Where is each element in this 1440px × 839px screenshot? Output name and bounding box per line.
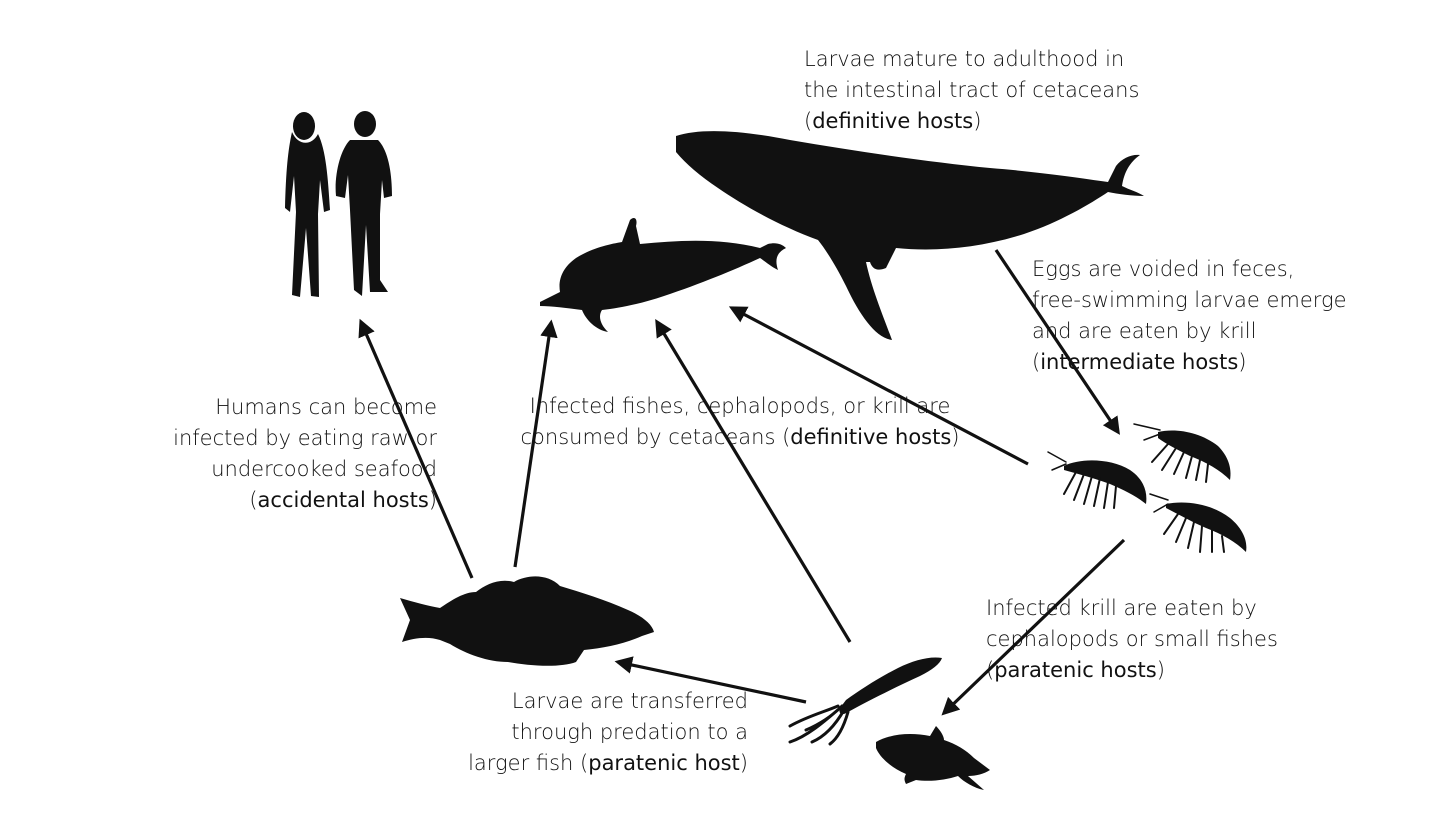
- krill-silhouettes: [1047, 423, 1247, 553]
- humans-silhouette: [285, 111, 392, 297]
- paren: (: [249, 488, 258, 512]
- label-krill-eaten-line-1: Infected krill are eaten by: [986, 596, 1257, 620]
- host-type-paratenic: paratenic hosts: [994, 658, 1157, 682]
- host-type-intermediate: intermediate hosts: [1040, 350, 1239, 374]
- label-consumed-line-2: consumed by cetaceans (definitive hosts): [490, 422, 990, 453]
- dolphin-silhouette: [540, 218, 786, 332]
- krill-2: [1133, 423, 1231, 483]
- label-cetaceans-line-1: Larvae mature to adulthood in: [804, 47, 1125, 71]
- label-eggs-line-3: and are eaten by krill: [1032, 319, 1257, 343]
- label-eggs-line-1: Eggs are voided in feces,: [1032, 257, 1295, 281]
- paren: ): [951, 425, 960, 449]
- arrow-krill-to-smallfish: [941, 538, 1126, 716]
- arrow-squid-to-cod: [614, 656, 807, 704]
- paren: ): [1156, 658, 1165, 682]
- cod-fish-silhouette: [400, 576, 654, 666]
- label-krill-eaten-line-3: (paratenic hosts): [986, 655, 1278, 686]
- label-transfer-line-3: larger fish (paratenic host): [468, 748, 748, 779]
- label-humans: Humans can become infected by eating raw…: [173, 392, 437, 516]
- small-fish-silhouette: [876, 726, 990, 790]
- label-eggs-line-4: (intermediate hosts): [1032, 347, 1347, 378]
- arrow-whale-to-krill: [994, 249, 1120, 435]
- label-humans-line-4: (accidental hosts): [173, 485, 437, 516]
- arrow-squid-to-dolphin: [655, 318, 852, 643]
- label-consumed: Infected fishes, cephalopods, or krill a…: [490, 391, 990, 453]
- krill-3: [1149, 493, 1247, 553]
- label-cetaceans-line-3: (definitive hosts): [804, 106, 1139, 137]
- label-eggs: Eggs are voided in feces, free-swimming …: [1032, 254, 1347, 378]
- label-krill-eaten-line-2: cephalopods or small fishes: [986, 627, 1278, 651]
- paren: ): [1238, 350, 1247, 374]
- host-type-definitive: definitive hosts: [790, 425, 952, 449]
- paren: (: [804, 109, 813, 133]
- paren: ): [973, 109, 982, 133]
- host-type-paratenic: paratenic host: [588, 751, 740, 775]
- label-consumed-line-1: Infected fishes, cephalopods, or krill a…: [529, 394, 951, 418]
- label-cetaceans: Larvae mature to adulthood in the intest…: [804, 44, 1139, 137]
- host-type-definitive: definitive hosts: [812, 109, 974, 133]
- label-humans-line-1: Humans can become: [215, 395, 437, 419]
- label-krill-eaten: Infected krill are eaten by cephalopods …: [986, 593, 1278, 686]
- label-humans-line-3: undercooked seafood: [211, 457, 437, 481]
- label-transfer: Larvae are transferred through predation…: [468, 686, 748, 779]
- paren: (: [1032, 350, 1041, 374]
- arrow-krill-to-dolphin: [728, 306, 1029, 466]
- squid-silhouette: [788, 657, 942, 746]
- label-transfer-line-1: Larvae are transferred: [511, 689, 748, 713]
- arrow-cod-to-dolphin: [513, 319, 558, 568]
- paren: ): [739, 751, 748, 775]
- label-humans-line-2: infected by eating raw or: [173, 426, 437, 450]
- paren: ): [428, 488, 437, 512]
- arrows: [358, 249, 1126, 716]
- host-type-accidental: accidental hosts: [257, 488, 429, 512]
- krill-1: [1047, 451, 1147, 509]
- label-cetaceans-line-2: the intestinal tract of cetaceans: [804, 78, 1140, 102]
- label-transfer-line-2: through predation to a: [511, 720, 748, 744]
- transfer-text: larger fish (: [468, 751, 589, 775]
- label-eggs-line-2: free-swimming larvae emerge: [1032, 288, 1347, 312]
- humpback-whale-silhouette: [676, 131, 1144, 340]
- consumed-text: consumed by cetaceans (: [520, 425, 791, 449]
- paren: (: [986, 658, 995, 682]
- arrow-cod-to-humans: [358, 318, 474, 579]
